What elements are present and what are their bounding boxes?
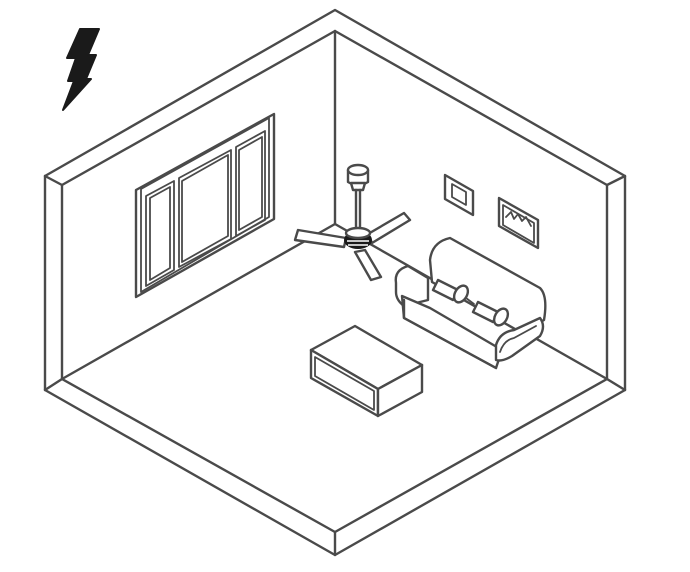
landscape-picture-frame: [497, 196, 540, 250]
sofa: [394, 236, 547, 370]
room-walls: [43, 8, 627, 557]
coffee-table: [309, 324, 424, 418]
sofa-cushion-right: [471, 300, 510, 327]
ceiling-fan: [293, 163, 412, 282]
window-three-pane: [134, 112, 276, 299]
lightning-bolt-icon: [62, 28, 100, 111]
small-picture-frame: [443, 173, 475, 217]
sofa-cushion-left: [431, 278, 470, 304]
